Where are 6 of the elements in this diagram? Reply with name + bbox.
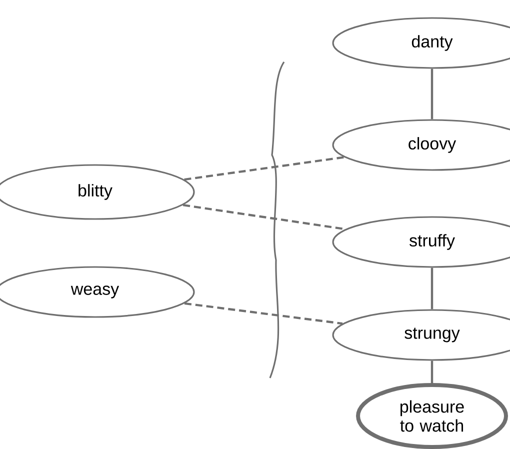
connector-line bbox=[430, 68, 434, 120]
connector-line bbox=[430, 360, 434, 383]
ellipse-node: pleasure to watch bbox=[356, 383, 508, 449]
dashed-connector bbox=[184, 156, 344, 181]
dashed-connector bbox=[184, 302, 343, 325]
connector-line bbox=[430, 268, 434, 310]
